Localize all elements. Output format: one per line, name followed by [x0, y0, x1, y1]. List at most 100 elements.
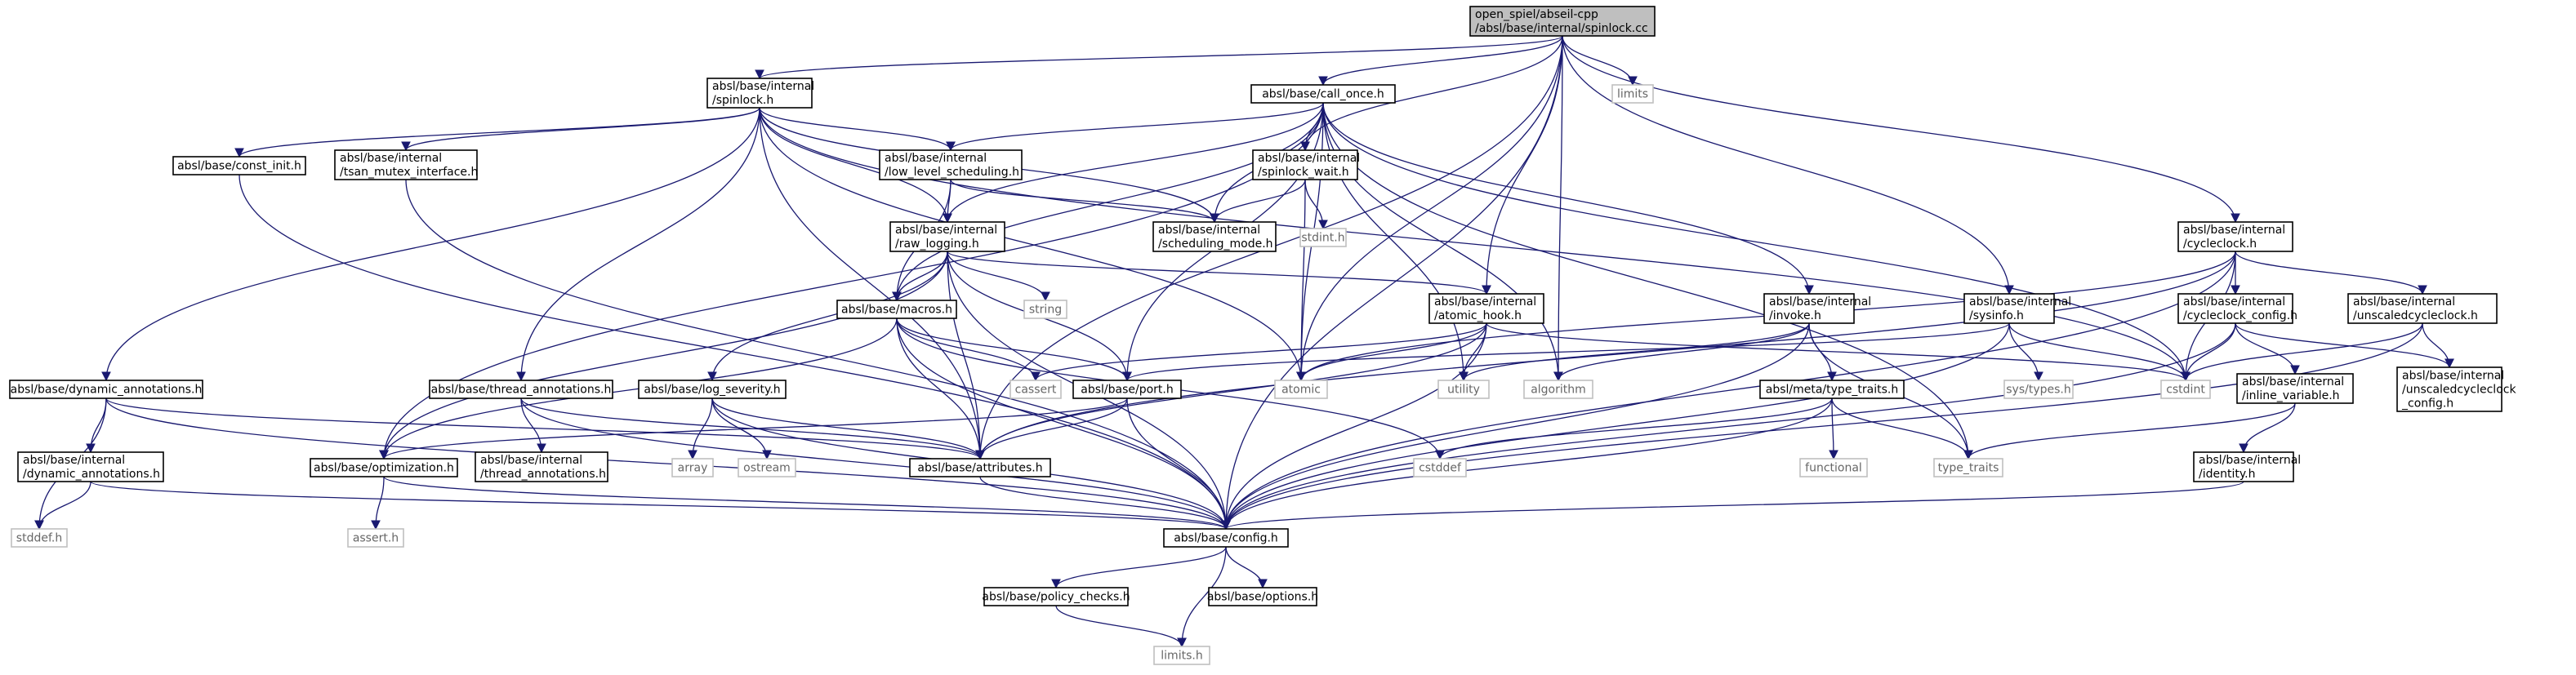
node-label-line: limits.h: [1161, 650, 1202, 663]
node-sysinfo-h[interactable]: absl/base/internal/sysinfo.h: [1963, 293, 2071, 324]
edge-atomic_hook_h-to-config_h: [1221, 322, 1487, 531]
node-cstdint: cstdint: [2160, 380, 2211, 399]
edge-spinlock_h-to-atomic: [759, 107, 1306, 382]
node-box: [1763, 293, 1855, 324]
node-label-line: absl/base/log_severity.h: [644, 384, 780, 397]
node-box: [638, 380, 787, 399]
node-invoke-h[interactable]: absl/base/internal/invoke.h: [1763, 293, 1871, 324]
node-label-line: absl/base/internal: [2199, 454, 2301, 467]
edge-dyn_ann_internal_h-to-stddef_h: [34, 481, 91, 531]
node-atomic-hook-h[interactable]: absl/base/internal/atomic_hook.h: [1428, 293, 1544, 324]
node-raw-logging-h[interactable]: absl/base/internal/raw_logging.h: [889, 221, 1005, 252]
node-box: [909, 458, 1051, 477]
node-unscaledcycleclock-config-h[interactable]: absl/base/internal/unscaledcycleclock_co…: [2396, 366, 2516, 412]
node-label-line: absl/base/dynamic_annotations.h: [11, 384, 203, 397]
edge-unscaledcycleclock_h-to-config_h: [1221, 322, 2423, 531]
node-stddef-h: stddef.h: [11, 528, 68, 548]
node-low-level-sched-h[interactable]: absl/base/internal/low_level_scheduling.…: [879, 149, 1023, 180]
node-box: [1437, 380, 1490, 399]
edge-cycleclock_config_h-to-unscaledcycleclock_config_h: [2235, 322, 2454, 369]
node-unscaledcycleclock-h[interactable]: absl/base/internal/unscaledcycleclock.h: [2347, 293, 2498, 324]
node-dynamic-annotations-h[interactable]: absl/base/dynamic_annotations.h: [9, 380, 203, 399]
node-label-line: absl/base/internal: [2242, 375, 2344, 389]
node-label-line: /sysinfo.h: [1969, 309, 2024, 322]
node-box: [1072, 380, 1182, 399]
node-box: [706, 78, 813, 109]
edge-spinlock_cc-to-cycleclock_h: [1562, 35, 2240, 224]
node-label-line: absl/base/macros.h: [841, 304, 952, 317]
edge-spinlock_h-to-const_init_h: [234, 107, 760, 158]
node-optimization-h[interactable]: absl/base/optimization.h: [310, 458, 458, 477]
edge-cycleclock_h-to-unscaledcycleclock_h: [2235, 251, 2427, 295]
node-box: [1469, 6, 1656, 37]
node-box: [1163, 528, 1289, 548]
node-policy-checks-h[interactable]: absl/base/policy_checks.h: [982, 587, 1130, 606]
node-label-line: absl/base/policy_checks.h: [982, 591, 1130, 604]
edge-type_traits_h-to-config_h: [1221, 397, 1833, 531]
edge-thread_annotations_h-to-thread_ann_internal_h: [520, 397, 546, 454]
node-config-h[interactable]: absl/base/config.h: [1163, 528, 1289, 548]
node-log-severity-h[interactable]: absl/base/log_severity.h: [638, 380, 787, 399]
edge-atomic_hook_h-to-cstdint: [1486, 322, 2190, 382]
node-inline-variable-h[interactable]: absl/base/internal/inline_variable.h: [2236, 373, 2354, 404]
node-port-h[interactable]: absl/base/port.h: [1072, 380, 1182, 399]
edge-invoke_h-to-algorithm: [1553, 322, 1810, 382]
node-const-init-h[interactable]: absl/base/const_init.h: [172, 156, 306, 175]
node-label-line: absl/base/options.h: [1207, 591, 1318, 604]
edge-const_init_h-to-config_h: [238, 174, 1231, 531]
node-label-line: atomic: [1281, 384, 1321, 397]
node-thread-ann-internal-h[interactable]: absl/base/internal/thread_annotations.h: [475, 451, 608, 482]
node-identity-h[interactable]: absl/base/internal/identity.h: [2193, 451, 2301, 482]
node-label-line: absl/base/config.h: [1174, 532, 1278, 545]
edge-spinlock_cc-to-limits: [1562, 35, 1638, 87]
edge-sysinfo_h-to-sys_types_h: [2008, 322, 2043, 382]
edge-policy_checks_h-to-limits_h: [1055, 605, 1187, 648]
edge-raw_logging_h-to-attributes_h: [947, 251, 985, 460]
node-tsan-mutex-h[interactable]: absl/base/internal/tsan_mutex_interface.…: [334, 149, 478, 180]
edge-type_traits_h-to-type_traits: [1831, 397, 1973, 460]
node-thread-annotations-h[interactable]: absl/base/thread_annotations.h: [429, 380, 613, 399]
edge-type_traits_h-to-cstddef: [1435, 397, 1833, 460]
edge-spinlock_h-to-cstdint: [759, 107, 2190, 382]
node-label-line: assert.h: [353, 532, 399, 545]
edge-spinlock_wait_h-to-atomic: [1296, 179, 1306, 382]
node-label-line: open_spiel/abseil-cpp: [1475, 8, 1598, 21]
node-label-line: /spinlock.h: [712, 94, 773, 107]
edge-identity_h-to-config_h: [1221, 481, 2244, 531]
node-type-traits-h[interactable]: absl/meta/type_traits.h: [1759, 380, 1905, 399]
edge-spinlock_h-to-dynamic_annotations_h: [101, 107, 760, 382]
node-options-h[interactable]: absl/base/options.h: [1207, 587, 1318, 606]
node-spinlock-h[interactable]: absl/base/internal/spinlock.h: [706, 78, 814, 109]
node-label-line: /absl/base/internal/spinlock.cc: [1475, 22, 1648, 35]
node-label-line: absl/base/internal: [480, 454, 582, 467]
node-cycleclock-h[interactable]: absl/base/internal/cycleclock.h: [2177, 221, 2293, 252]
node-call-once-h[interactable]: absl/base/call_once.h: [1250, 84, 1396, 104]
edge-call_once_h-to-raw_logging_h: [943, 102, 1324, 224]
edge-raw_logging_h-to-atomic_hook_h: [947, 251, 1491, 295]
node-utility: utility: [1437, 380, 1490, 399]
edge-optimization_h-to-assert_h: [371, 476, 385, 531]
node-label-line: absl/base/internal: [1158, 224, 1260, 237]
edge-raw_logging_h-to-optimization_h: [379, 251, 948, 460]
node-cstddef: cstddef: [1413, 458, 1467, 477]
node-spinlock-cc[interactable]: open_spiel/abseil-cpp/absl/base/internal…: [1469, 6, 1656, 37]
node-box: [1208, 587, 1317, 606]
node-dyn-ann-internal-h[interactable]: absl/base/internal/dynamic_annotations.h: [17, 451, 164, 482]
edge-macros_h-to-config_h: [896, 318, 1231, 531]
node-box: [2236, 373, 2354, 404]
node-label-line: string: [1029, 304, 1062, 317]
node-box: [2003, 380, 2074, 399]
node-cycleclock-config-h[interactable]: absl/base/internal/cycleclock_config.h: [2177, 293, 2297, 324]
node-label-line: /tsan_mutex_interface.h: [340, 166, 478, 179]
node-spinlock-wait-h[interactable]: absl/base/internal/spinlock_wait.h: [1252, 149, 1360, 180]
node-limits-h: limits.h: [1153, 646, 1210, 665]
edge-macros_h-to-port_h: [896, 318, 1132, 382]
node-label-line: /cycleclock_config.h: [2183, 309, 2297, 322]
node-box: [2193, 451, 2294, 482]
node-macros-h[interactable]: absl/base/macros.h: [836, 300, 957, 319]
node-box: [475, 451, 608, 482]
node-box: [1759, 380, 1905, 399]
edge-spinlock_cc-to-spinlock_wait_h: [1300, 35, 1563, 152]
node-scheduling-mode-h[interactable]: absl/base/internal/scheduling_mode.h: [1152, 221, 1277, 252]
node-attributes-h[interactable]: absl/base/attributes.h: [909, 458, 1051, 477]
